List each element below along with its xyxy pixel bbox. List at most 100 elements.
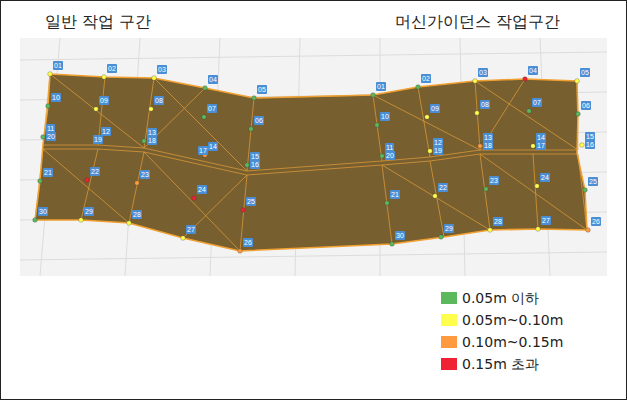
callout-number: 28 [493, 217, 503, 226]
survey-point [202, 115, 207, 120]
survey-point [238, 249, 243, 254]
legend-text: 0.10m~0.15m [462, 333, 563, 351]
survey-point [488, 228, 493, 233]
survey-point [152, 76, 157, 81]
callout-number: 01 [376, 82, 386, 91]
callout-number: 01 [53, 61, 63, 70]
callout-number: 25 [246, 197, 256, 206]
legend-text: 0.15m 초과 [462, 355, 539, 373]
callout-number: 21 [390, 190, 400, 199]
callout-number: 29 [84, 207, 94, 216]
survey-point [385, 201, 390, 206]
survey-point [192, 196, 197, 201]
callout-number: 22 [90, 167, 100, 176]
callout-number: 30 [38, 207, 48, 216]
survey-point [149, 107, 154, 112]
callout-number: 10 [51, 93, 61, 102]
callout-number: 30 [395, 231, 405, 240]
callout-number: 03 [478, 68, 488, 77]
callout-number: 18 [483, 141, 493, 150]
survey-point [473, 79, 478, 84]
legend-text: 0.05m~0.10m [462, 311, 563, 329]
survey-point [484, 187, 489, 192]
callout-number: 10 [380, 112, 390, 121]
callout-number: 04 [208, 75, 218, 84]
callout-number: 18 [147, 136, 157, 145]
legend-swatch [441, 358, 457, 370]
callout-number: 16 [585, 140, 595, 149]
survey-point [38, 179, 43, 184]
callout-number: 25 [588, 177, 598, 186]
survey-point [586, 228, 591, 233]
survey-point [531, 144, 536, 149]
callout-number: 09 [430, 104, 440, 113]
survey-point [142, 139, 147, 144]
survey-point [478, 144, 483, 149]
callout-number: 21 [43, 168, 53, 177]
callout-number: 27 [186, 225, 196, 234]
legend-text: 0.05m 이하 [462, 289, 539, 307]
survey-point [252, 96, 257, 101]
legend-swatch [441, 314, 457, 326]
callout-number: 26 [591, 217, 601, 226]
callout-number: 29 [444, 224, 454, 233]
survey-point [433, 194, 438, 199]
survey-point [535, 184, 540, 189]
survey-point [85, 178, 90, 183]
survey-point [428, 149, 433, 154]
callout-number: 08 [480, 100, 490, 109]
survey-point [33, 218, 38, 223]
survey-point [203, 86, 208, 91]
callout-number: 23 [140, 170, 150, 179]
callout-number: 27 [541, 216, 551, 225]
survey-point [536, 227, 541, 232]
callout-number: 17 [536, 141, 546, 150]
callout-number: 04 [528, 66, 538, 75]
survey-point [94, 107, 99, 112]
callout-number: 05 [580, 68, 590, 77]
survey-point [380, 154, 385, 159]
survey-point [41, 135, 46, 140]
callout-number: 08 [154, 96, 164, 105]
callout-number: 23 [489, 176, 499, 185]
callout-number: 06 [581, 101, 591, 110]
survey-point [523, 77, 528, 82]
survey-point [249, 127, 254, 132]
survey-point [102, 75, 107, 80]
callout-number: 19 [433, 146, 443, 155]
survey-point [127, 221, 132, 226]
callout-number: 02 [421, 74, 431, 83]
survey-point [583, 188, 588, 193]
survey-point [580, 143, 585, 148]
survey-point [135, 181, 140, 186]
legend-swatch [441, 292, 457, 304]
callout-number: 16 [250, 160, 260, 169]
survey-point [241, 208, 246, 213]
survey-point [245, 163, 250, 168]
callout-number: 07 [532, 98, 542, 107]
survey-point [576, 112, 581, 117]
callout-number: 19 [93, 135, 103, 144]
survey-point [575, 79, 580, 84]
callout-number: 09 [99, 96, 109, 105]
legend-swatch [441, 336, 457, 348]
survey-point [79, 218, 84, 223]
survey-point [48, 72, 53, 77]
survey-point [181, 236, 186, 241]
survey-point [475, 111, 480, 116]
callout-number: 06 [254, 116, 264, 125]
callout-number: 20 [385, 151, 395, 160]
callout-number: 17 [198, 146, 208, 155]
survey-point [46, 104, 51, 109]
survey-point [390, 242, 395, 247]
survey-point [425, 115, 430, 120]
callout-number: 07 [207, 104, 217, 113]
section-heading: 일반 작업 구간 [45, 12, 151, 33]
callout-number: 03 [157, 65, 167, 74]
survey-point [371, 93, 376, 98]
callout-number: 22 [438, 183, 448, 192]
callout-number: 02 [107, 64, 117, 73]
callout-number: 14 [208, 142, 218, 151]
callout-number: 20 [46, 132, 56, 141]
